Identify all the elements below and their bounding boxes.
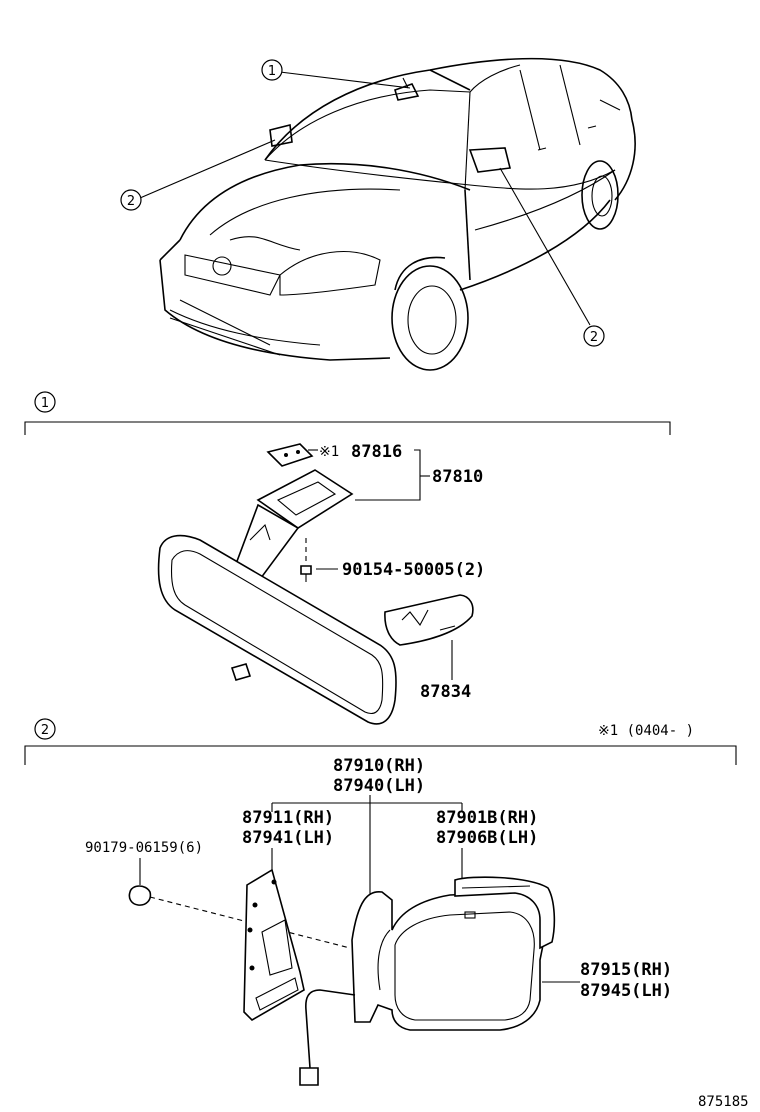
screw-part: [300, 565, 312, 582]
part-87941-label: 87941(LH): [242, 828, 334, 848]
inner-mirror-assembly: [157, 469, 397, 725]
date-note: ※1 (0404- ): [598, 723, 694, 739]
mirror-base-plate: [243, 868, 305, 1021]
svg-text:2: 2: [41, 723, 49, 738]
svg-text:2: 2: [590, 330, 598, 345]
part-90179-label: 90179-06159(6): [85, 840, 203, 856]
outer-mirror-housing: [351, 876, 556, 1031]
cover-part: [384, 594, 474, 646]
svg-text:1: 1: [41, 396, 49, 411]
section-1-marker: 1: [34, 391, 56, 413]
car-illustration: [139, 57, 636, 371]
bracket-plate-part: [266, 443, 314, 467]
part-87901B-label: 87901B(RH): [436, 808, 538, 828]
svg-text:2: 2: [127, 194, 135, 209]
note-symbol-label: ※1: [319, 444, 339, 460]
section-2-bracket: [24, 745, 737, 765]
svg-text:1: 1: [268, 64, 276, 79]
section-1-bracket: [24, 421, 671, 435]
part-87810-label: 87810: [432, 467, 483, 487]
part-87945-label: 87945(LH): [580, 981, 672, 1001]
part-87816-label: 87816: [351, 442, 402, 462]
part-90154-label: 90154-50005(2): [342, 560, 485, 580]
part-87834-label: 87834: [420, 682, 471, 702]
assy-bracket-line: [355, 449, 421, 501]
part-87906B-label: 87906B(LH): [436, 828, 538, 848]
section-2-marker: 2: [34, 718, 56, 740]
clip-part: [128, 885, 152, 906]
callout-2-right: 2: [583, 325, 605, 347]
part-87915-label: 87915(RH): [580, 960, 672, 980]
part-87911-label: 87911(RH): [242, 808, 334, 828]
callout-2-left: 2: [120, 189, 142, 211]
wire-harness: [299, 989, 356, 1086]
part-87910-label: 87910(RH): [333, 756, 425, 776]
part-87940-label: 87940(LH): [333, 776, 425, 796]
figure-id: 875185: [698, 1094, 749, 1110]
callout-1-top: 1: [261, 59, 283, 81]
